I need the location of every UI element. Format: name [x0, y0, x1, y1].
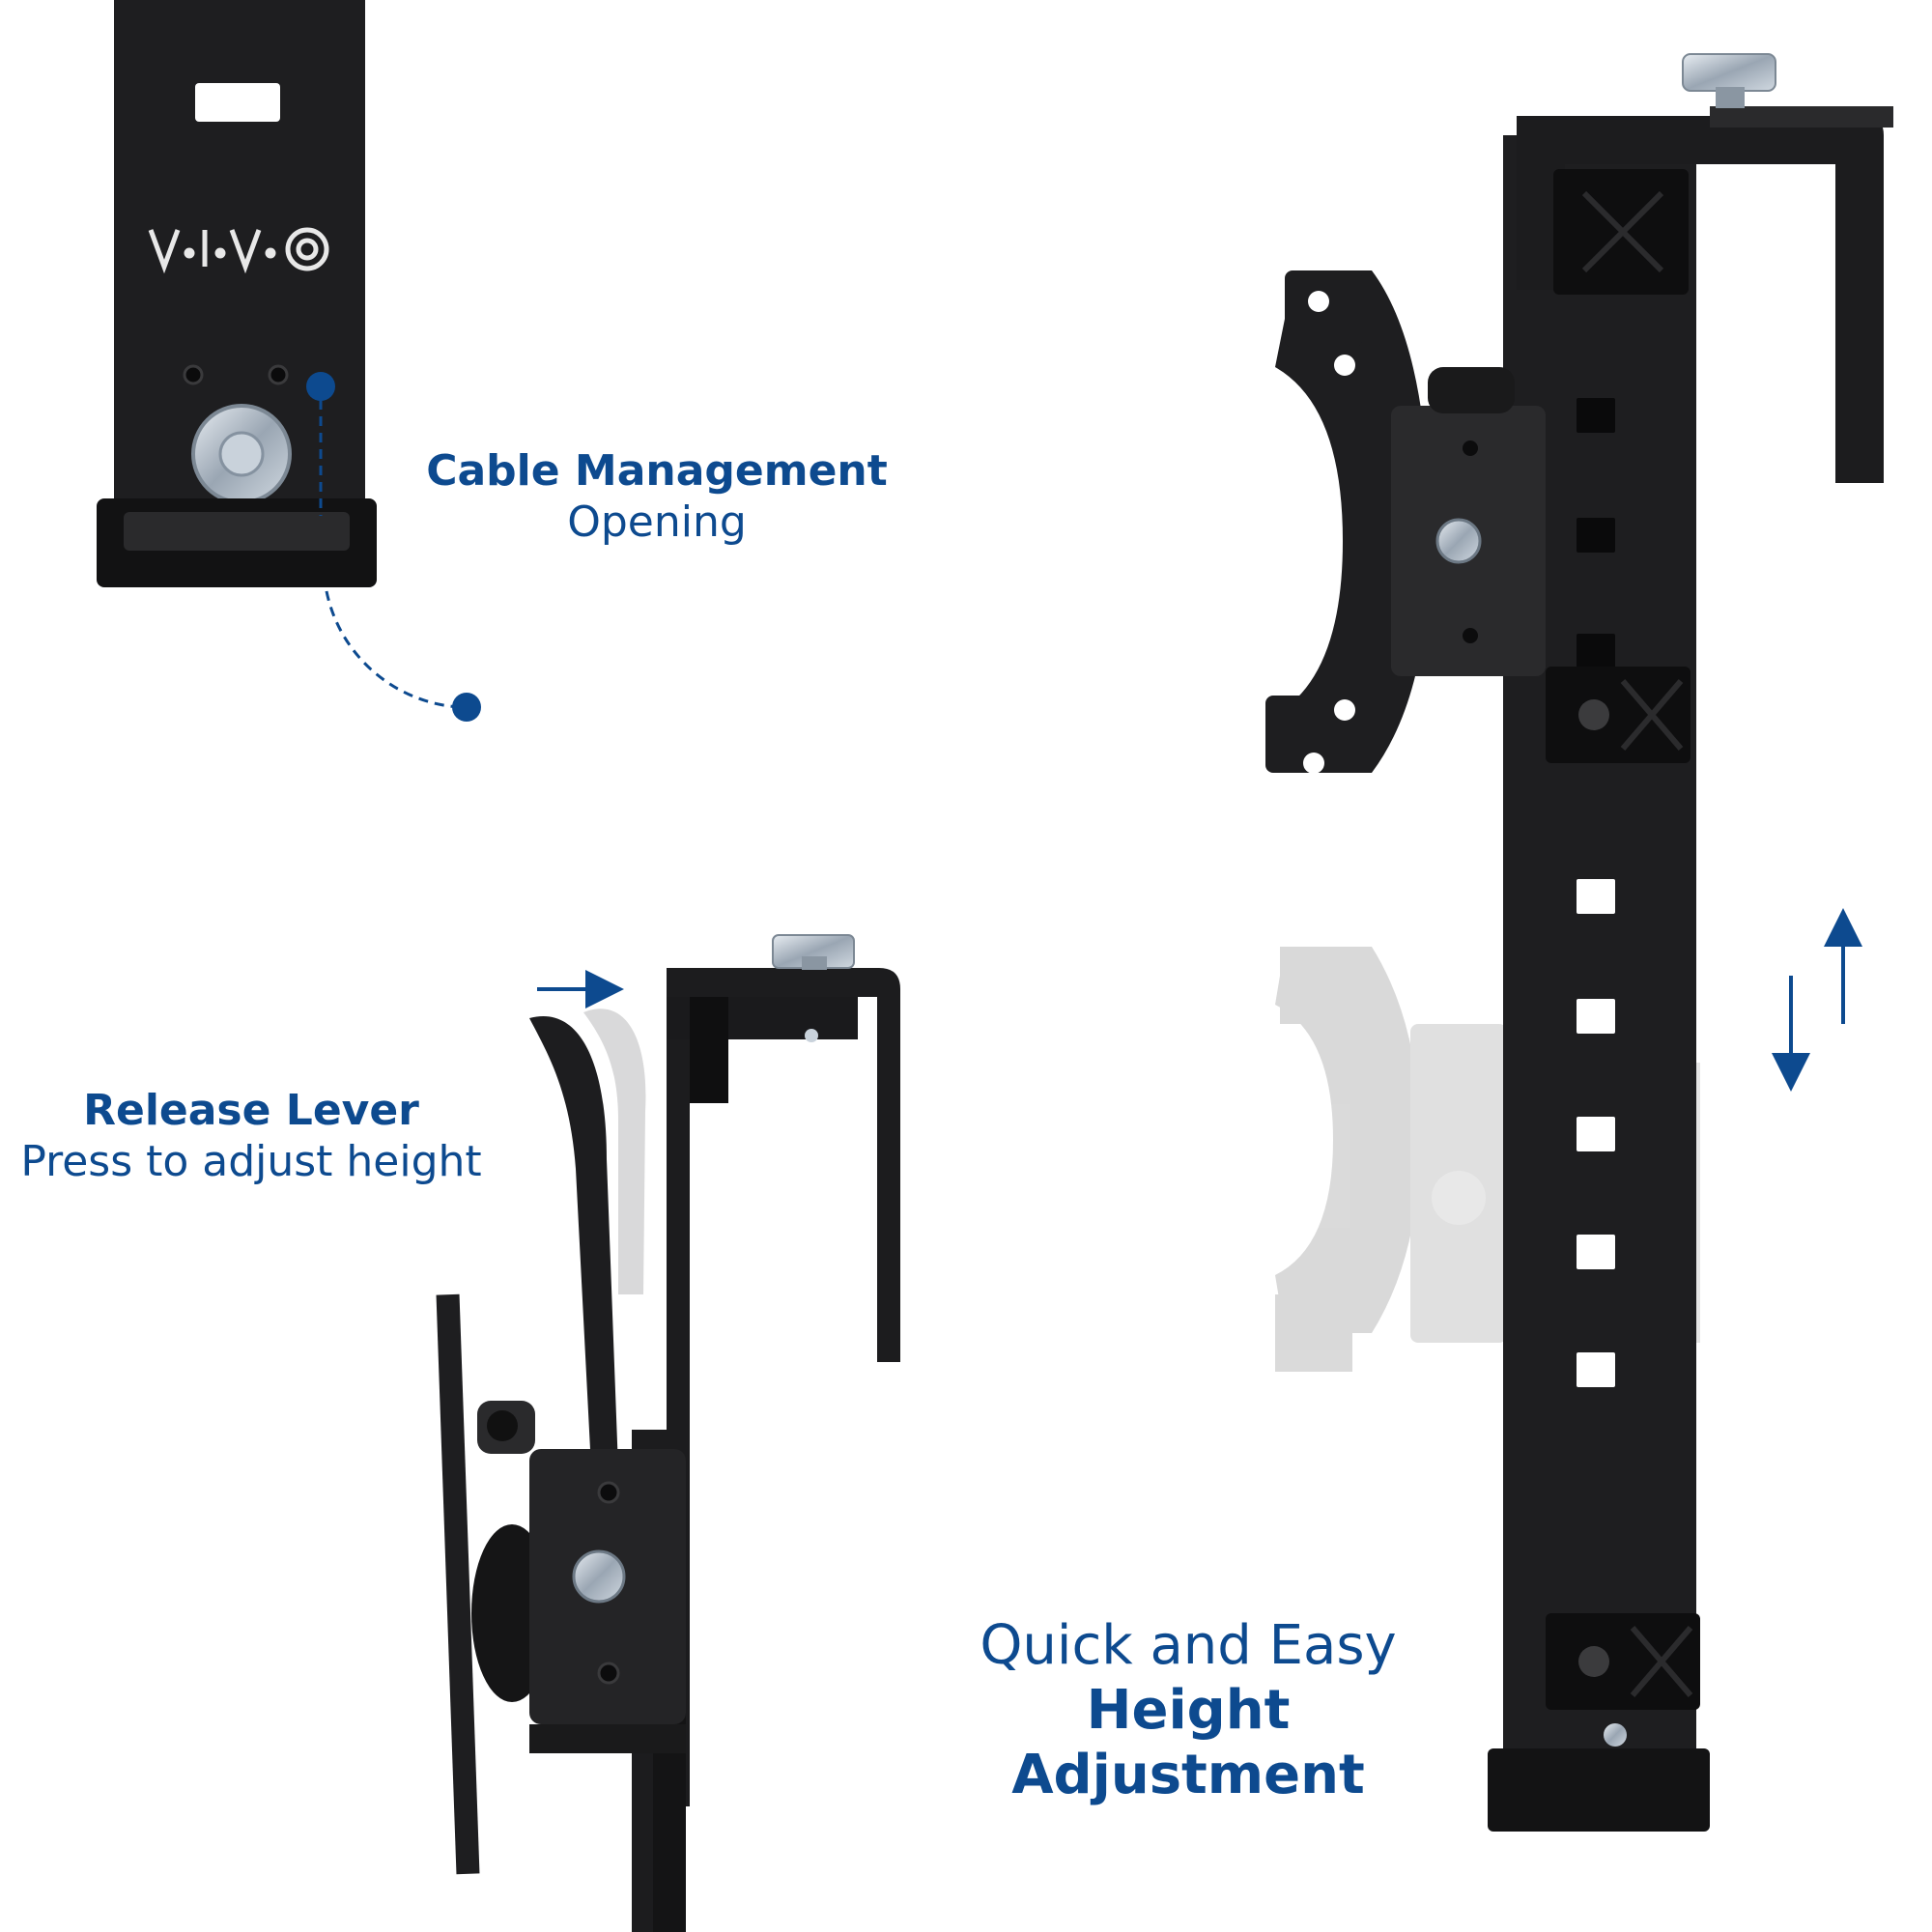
pad-middle: [1546, 667, 1690, 763]
cable-management-closeup: [97, 0, 481, 722]
release-lever-callout: Release Lever Press to adjust height: [19, 1086, 483, 1188]
pad-bottom: [1546, 1613, 1700, 1747]
height-adjustment-line2: Height Adjustment: [1011, 1679, 1365, 1807]
cable-management-subtitle: Opening: [567, 497, 747, 547]
bar-slots: [1577, 879, 1615, 1387]
release-lever-title: Release Lever: [83, 1086, 419, 1135]
main-mount: [1265, 53, 1893, 1832]
thumb-screw-icon: [772, 934, 855, 970]
release-lever-sideview: [436, 934, 900, 1932]
thumb-screw-icon: [1682, 53, 1776, 108]
callout-dot: [306, 372, 335, 401]
release-lever: [529, 1015, 618, 1468]
thumb-screw-icon: [191, 404, 292, 504]
height-adjustment-line1: Quick and Easy: [980, 1614, 1397, 1677]
cable-management-title: Cable Management: [426, 446, 888, 496]
callout-dot: [452, 693, 481, 722]
pad-top: [1553, 169, 1689, 295]
main-vertical-bar: [1503, 135, 1696, 1797]
release-lever-subtitle: Press to adjust height: [20, 1136, 482, 1186]
cable-management-callout: Cable Management Opening: [415, 446, 898, 549]
height-adjustment-callout: Quick and Easy Height Adjustment: [918, 1613, 1459, 1808]
end-cap: [1488, 1748, 1710, 1832]
vivo-logo-icon: [148, 227, 329, 274]
bar-slot: [195, 83, 280, 122]
